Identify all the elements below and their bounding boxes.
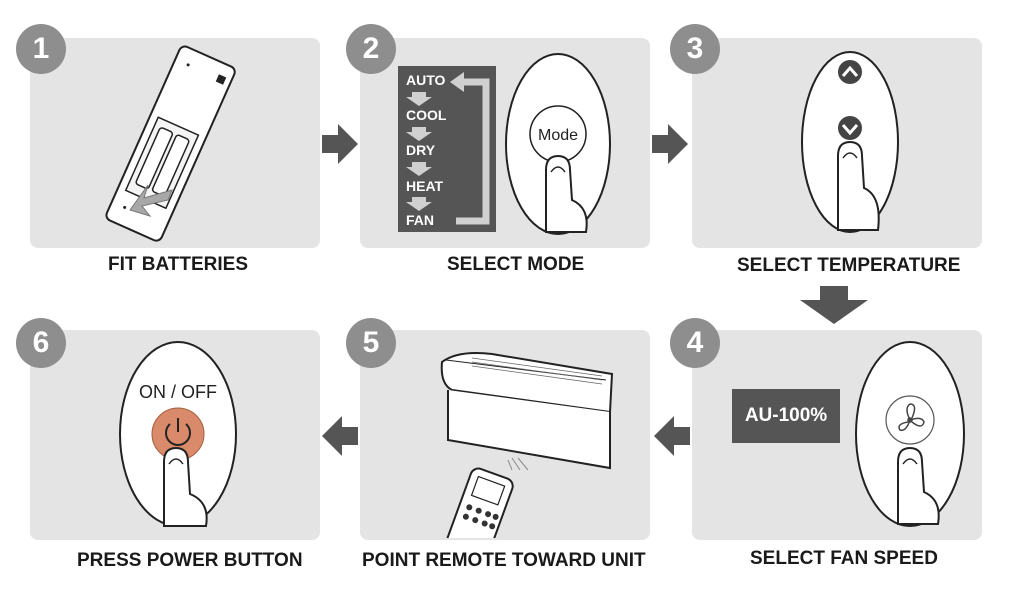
step-3-caption: SELECT TEMPERATURE <box>737 255 961 276</box>
arrow-left-4-to-5 <box>654 416 690 456</box>
step-1-caption: FIT BATTERIES <box>108 254 249 275</box>
step-2-caption: SELECT MODE <box>447 254 585 275</box>
temperature-remote-illustration <box>801 51 899 233</box>
step-1-badge: 1 <box>16 24 66 74</box>
arrow-down-3-to-4 <box>800 286 868 324</box>
step-6-caption: PRESS POWER BUTTON <box>77 550 303 571</box>
step-2-badge: 2 <box>346 24 396 74</box>
power-icon <box>165 418 191 446</box>
arrow-right-2-to-3 <box>652 124 688 164</box>
arrow-left-5-to-6 <box>322 416 358 456</box>
temperature-up-icon <box>838 60 862 84</box>
mode-button-label: Mode <box>538 127 578 144</box>
step-5-caption: POINT REMOTE TOWARD UNIT <box>362 550 646 571</box>
mode-cool: COOL <box>406 107 447 123</box>
step-5-badge: 5 <box>346 318 396 368</box>
temperature-down-icon <box>838 116 862 140</box>
mode-remote-illustration: Mode <box>505 53 611 235</box>
power-remote-illustration: ON / OFF <box>119 341 237 527</box>
mode-fan: FAN <box>406 212 434 228</box>
mode-dry: DRY <box>406 142 436 158</box>
fan-speed-display: AU-100% <box>732 389 840 443</box>
fan-icon <box>898 403 925 432</box>
step-6-badge: 6 <box>16 318 66 368</box>
mode-cycle-arrows <box>406 72 490 225</box>
step-3-badge: 3 <box>670 24 720 74</box>
mode-heat: HEAT <box>406 178 444 194</box>
arrow-right-1-to-2 <box>322 124 358 164</box>
unit-and-remote-illustration <box>440 352 614 538</box>
remote-battery-illustration <box>105 45 236 242</box>
step-4-badge: 4 <box>670 318 720 368</box>
fan-remote-illustration <box>855 341 965 527</box>
mode-auto: AUTO <box>406 72 446 88</box>
step-4-caption: SELECT FAN SPEED <box>750 548 938 569</box>
power-button-label: ON / OFF <box>139 382 217 402</box>
